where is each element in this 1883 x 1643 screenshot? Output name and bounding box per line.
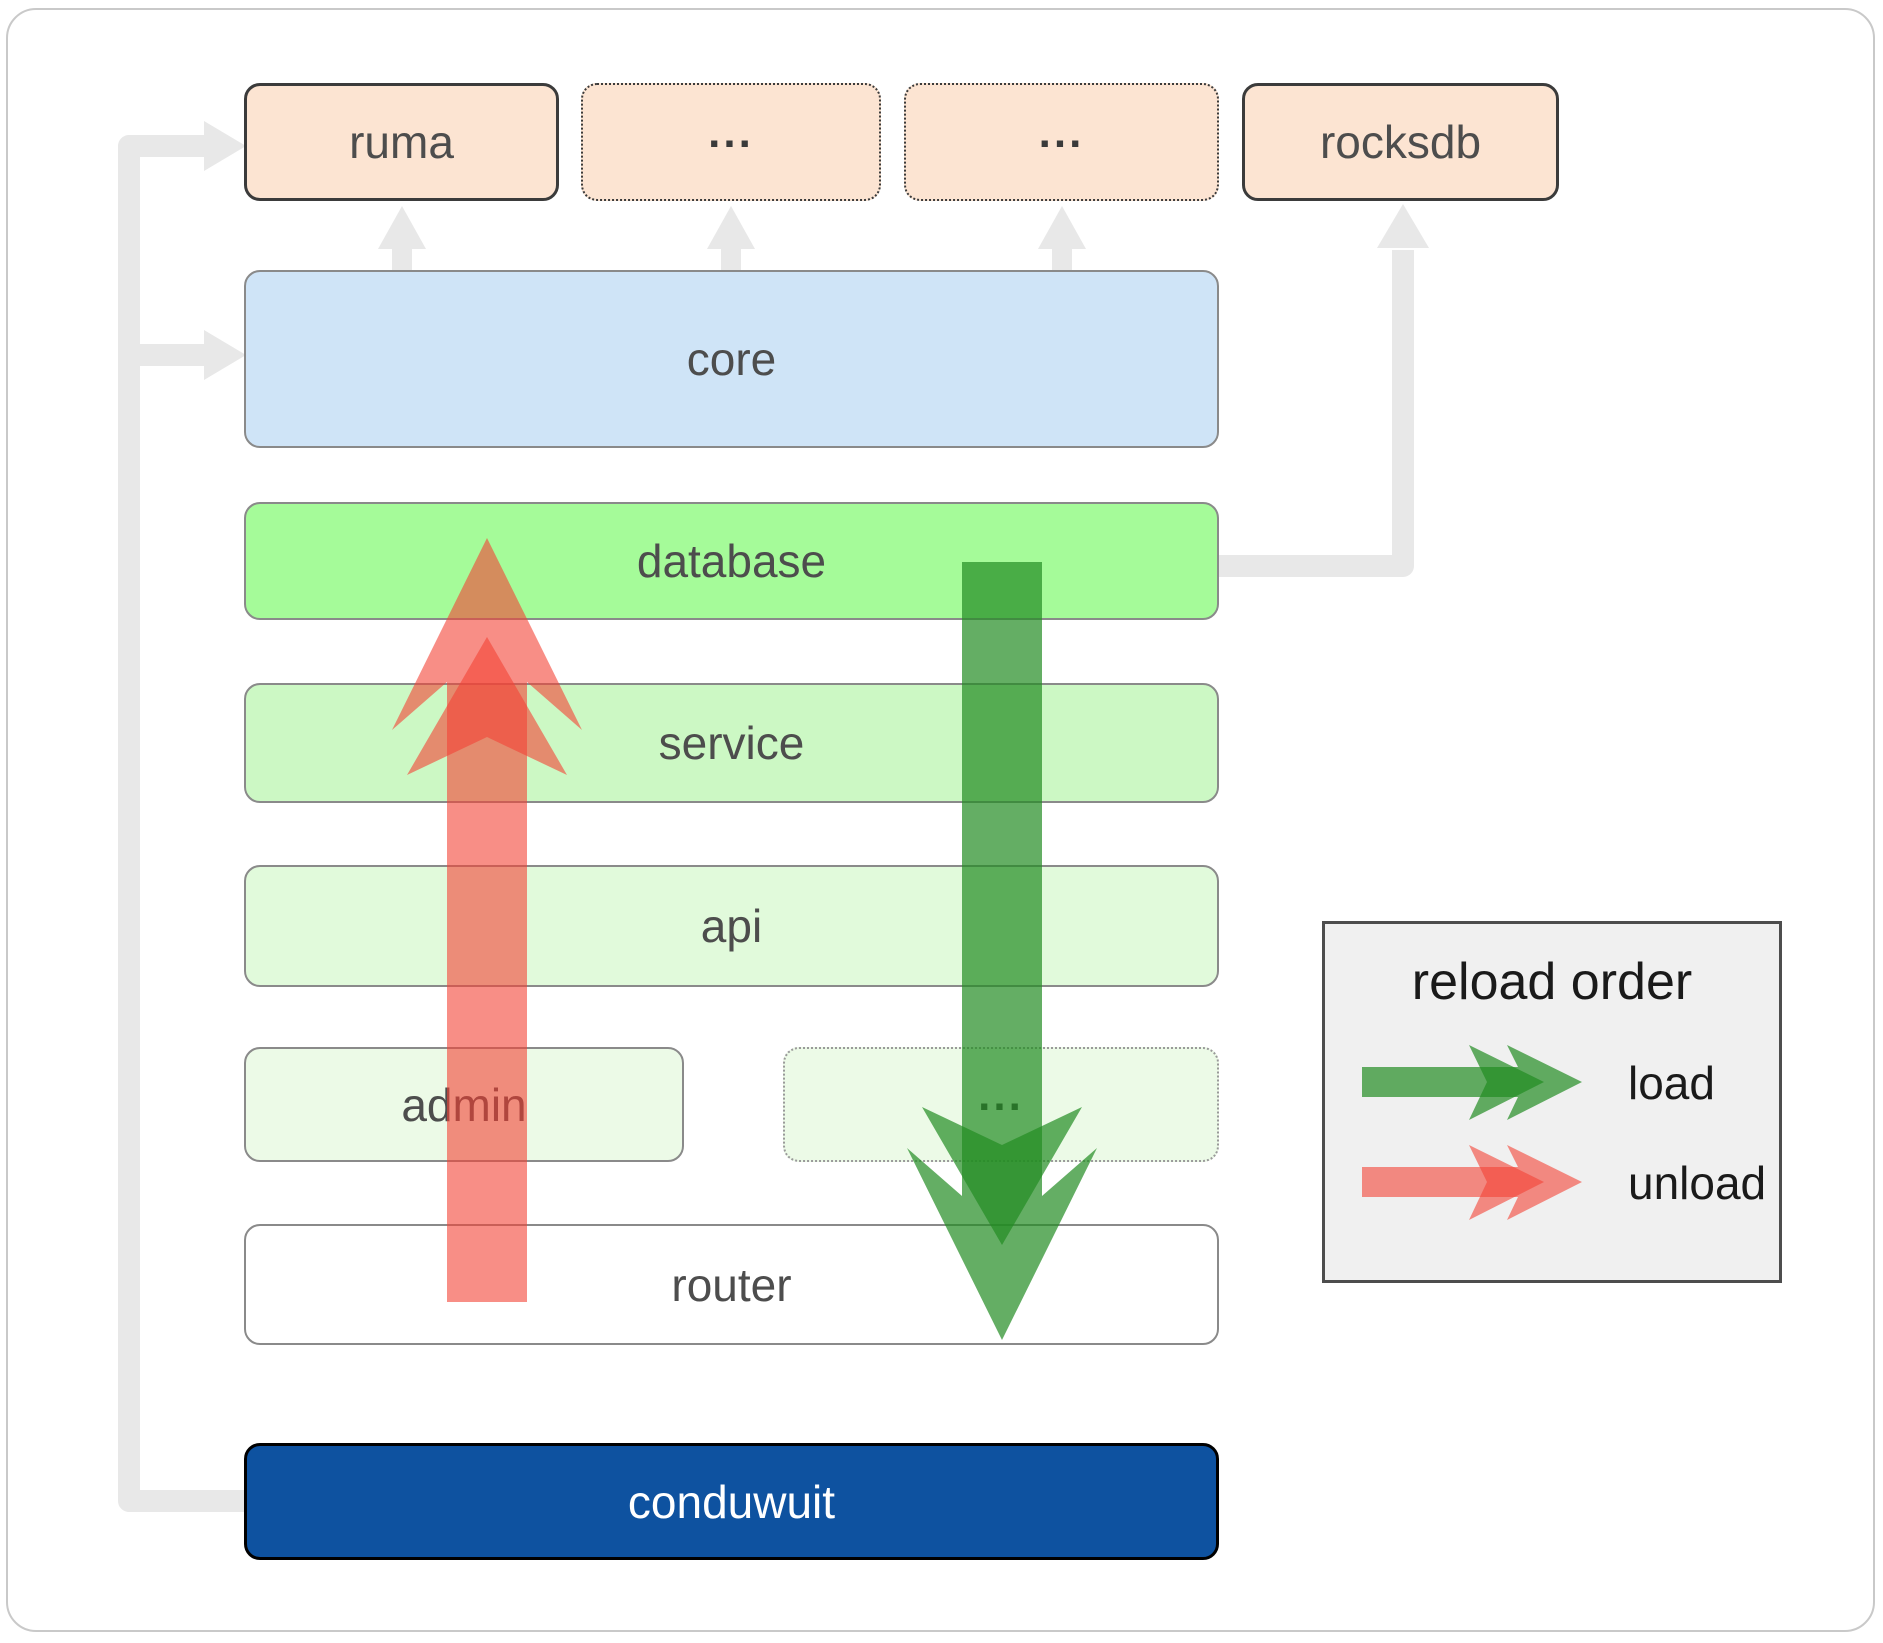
node-core: core (244, 270, 1219, 448)
node-ruma: ruma (244, 83, 559, 201)
node-core-label: core (686, 333, 777, 385)
legend-box: reload order load unload (1322, 921, 1782, 1283)
legend-load-label: load (1628, 1057, 1715, 1109)
node-dots-top-right: ... (904, 83, 1219, 201)
node-admin-label: admin (401, 1078, 527, 1131)
outer-frame (6, 8, 1875, 1632)
legend-unload-label: unload (1628, 1157, 1767, 1209)
node-service: service (244, 683, 1219, 803)
node-rocksdb-label: rocksdb (1319, 116, 1482, 168)
node-dots-top-left-label: ... (708, 108, 754, 157)
node-admin: admin (244, 1047, 684, 1162)
node-router-label: router (671, 1258, 792, 1311)
node-service-label: service (658, 717, 805, 769)
node-dots-admin-label: ... (978, 1070, 1024, 1120)
node-database: database (244, 502, 1219, 620)
node-database-label: database (636, 535, 827, 587)
node-dots-top-left: ... (581, 83, 881, 201)
node-api: api (244, 865, 1219, 987)
node-conduwuit-label: conduwuit (627, 1475, 836, 1528)
node-router: router (244, 1224, 1219, 1345)
node-dots-top-right-label: ... (1038, 108, 1085, 157)
legend-title: reload order (1411, 953, 1693, 1011)
node-dots-admin: ... (783, 1047, 1219, 1162)
node-ruma-label: ruma (349, 116, 454, 168)
node-rocksdb: rocksdb (1242, 83, 1559, 201)
node-api-label: api (700, 900, 763, 952)
node-conduwuit: conduwuit (244, 1443, 1219, 1560)
